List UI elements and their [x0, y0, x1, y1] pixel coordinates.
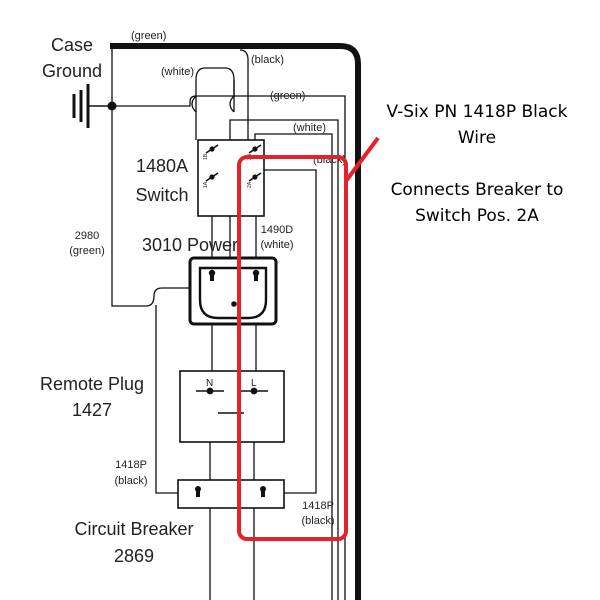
- switch-terminal-1b: 1B: [203, 153, 209, 160]
- wire-label-white-top: (white): [161, 66, 194, 78]
- callout-pointer: [344, 136, 380, 183]
- callout-title-line1: V-Six PN 1418P Black: [386, 102, 567, 122]
- switch-contact-2b: [248, 144, 262, 154]
- switch-label-line2: Switch: [135, 185, 188, 205]
- neutral-terminal-label: N: [206, 378, 213, 389]
- power-label: 3010 Power: [142, 235, 238, 255]
- switch-terminal-1a: 1A: [203, 181, 209, 188]
- wire-label-1490d-color: (white): [260, 239, 293, 251]
- switch-contact-1b: [205, 144, 219, 154]
- wire-label-1490d-number: 1490D: [261, 224, 293, 236]
- breaker-label-line2: 2869: [114, 546, 154, 566]
- highlight-box: [237, 155, 348, 541]
- wire-label-right-1418p-color: (black): [301, 515, 334, 527]
- wire-label-ground-color: (green): [69, 245, 104, 257]
- switch-label-line1: 1480A: [136, 156, 188, 176]
- case-outline: [110, 43, 361, 600]
- breaker-terminal-left: [195, 486, 201, 497]
- switch-contact-1a: [205, 172, 219, 182]
- callout-desc-line1: Connects Breaker to: [391, 180, 564, 200]
- wire-label-black-top: (black): [251, 54, 284, 66]
- wire-label-left-1418p-color: (black): [114, 475, 147, 487]
- case-ground-label-line1: Case: [51, 35, 93, 55]
- line-terminal-label: L: [251, 378, 257, 389]
- remote-plug-label-line2: 1427: [72, 400, 112, 420]
- wire-network: [111, 46, 346, 600]
- case-ground-label-line2: Ground: [42, 61, 102, 81]
- wire-label-green-top: (green): [131, 30, 166, 42]
- wire-label-ground-number: 2980: [75, 230, 99, 242]
- remote-plug-label-line1: Remote Plug: [40, 374, 144, 394]
- wire-label-right-1418p-number: 1418P: [302, 500, 334, 512]
- switch-contact-2a: [248, 172, 262, 182]
- wire-label-green-mid: (green): [270, 90, 305, 102]
- power-terminal-right: [252, 269, 260, 281]
- power-terminal-ground: [231, 301, 237, 307]
- wire-label-white-mid: (white): [293, 122, 326, 134]
- callout-title-line2: Wire: [458, 128, 496, 148]
- ground-symbol-icon: [72, 84, 117, 128]
- switch-1480a: 1B 2B 1A 2A: [197, 139, 265, 217]
- breaker-terminal-right: [260, 486, 266, 497]
- circuit-breaker-2869: [177, 479, 285, 509]
- callout-desc-line2: Switch Pos. 2A: [415, 206, 539, 226]
- switch-terminal-2a: 2A: [247, 181, 253, 188]
- wire-label-left-1418p-number: 1418P: [115, 459, 147, 471]
- breaker-label-line1: Circuit Breaker: [74, 519, 193, 539]
- power-terminal-left: [208, 269, 216, 281]
- remote-plug-1427: N L: [179, 370, 285, 443]
- power-inlet-3010: [188, 256, 278, 326]
